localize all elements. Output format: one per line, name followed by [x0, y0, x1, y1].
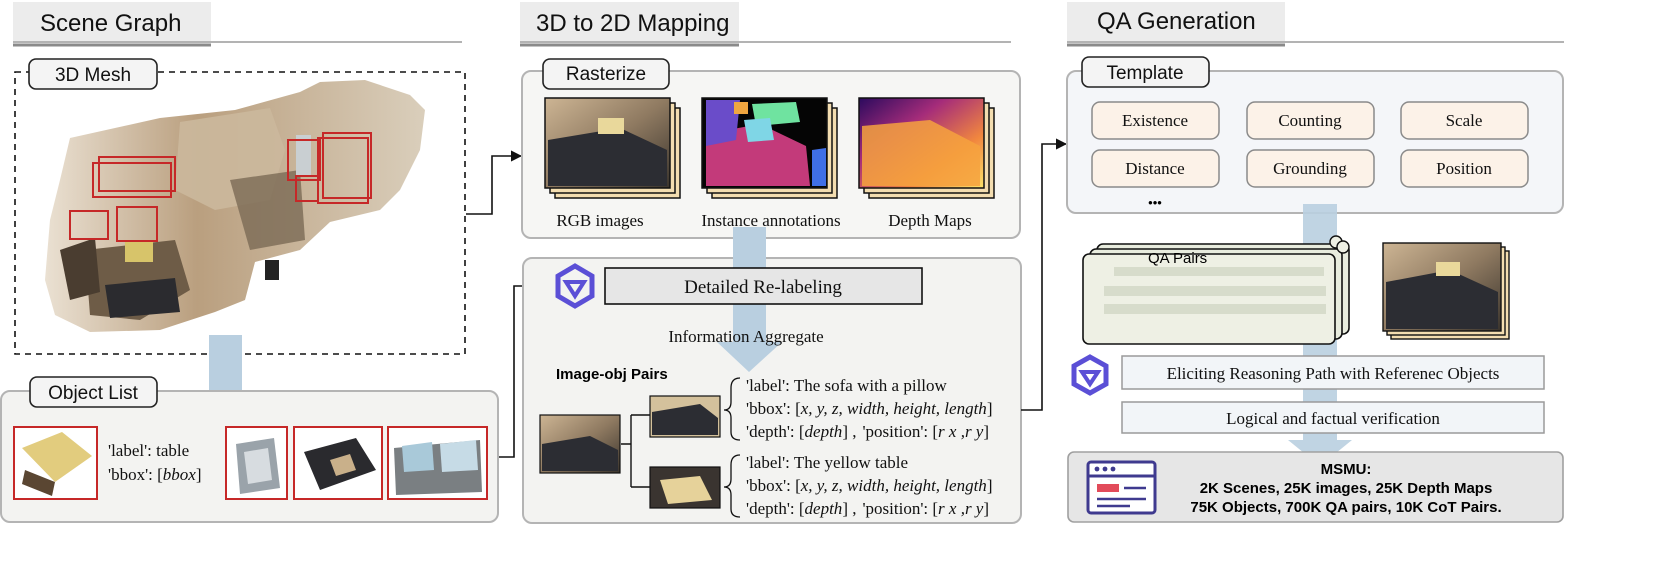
qa-room-image-stack: [1382, 242, 1510, 340]
aggregate-label: Information Aggregate: [668, 327, 823, 346]
pair2-image: [649, 466, 721, 509]
qa-pairs-scroll: QA Pairs: [1082, 235, 1350, 345]
object-thumb-cushions: [387, 426, 488, 500]
template-chip-existence: Existence: [1091, 101, 1220, 140]
object-thumb-sofa: [293, 426, 383, 500]
pair2-bbox: 'bbox': [x, y, z, width, height, length]: [746, 476, 992, 495]
pairs-label: Image-obj Pairs: [556, 366, 668, 383]
pair2-label: 'label': The yellow table: [746, 453, 908, 472]
object-list-tag: Object List: [29, 376, 158, 408]
connector-mesh-to-rasterize: [466, 150, 523, 215]
dataset-window-icon: [1086, 460, 1157, 515]
reasoning-box: Eliciting Reasoning Path with Referenec …: [1121, 355, 1545, 390]
rgb-caption: RGB images: [556, 211, 643, 230]
template-ellipsis: •••: [1148, 195, 1162, 210]
pair2-depth-position: 'depth': [depth] ,'position': [r x ,r y]: [746, 499, 989, 518]
pair1-depth-position: 'depth': [depth] ,'position': [r x ,r y]: [746, 422, 989, 441]
section-header-mapping: 3D to 2D Mapping: [520, 2, 1011, 47]
template-chip-scale: Scale: [1400, 101, 1529, 140]
section-title-qa: QA Generation: [1097, 8, 1256, 35]
pair-tree-connector: [621, 414, 650, 488]
pair1-brace: [723, 377, 741, 441]
instance-annotation-stack: [701, 97, 838, 199]
relabel-box: Detailed Re-labeling: [604, 267, 923, 305]
msmu-line1: 2K Scenes, 25K images, 25K Depth Maps: [1200, 480, 1493, 497]
msmu-panel: MSMU: 2K Scenes, 25K images, 25K Depth M…: [1067, 451, 1564, 523]
template-panel: Template Existence Counting Scale Distan…: [1066, 56, 1564, 214]
connector-aggregate-to-template: [1021, 138, 1068, 411]
section-title-mapping: 3D to 2D Mapping: [536, 10, 729, 37]
pair-source-image: [539, 414, 621, 474]
object-label-line: 'label': table: [108, 441, 189, 460]
verification-label: Logical and factual verification: [1226, 409, 1440, 428]
instance-caption: Instance annotations: [701, 211, 840, 230]
svg-text:Position: Position: [1436, 159, 1492, 178]
pair2-brace: [723, 454, 741, 518]
mesh-label: 3D Mesh: [55, 65, 131, 86]
template-label: Template: [1106, 63, 1183, 84]
llm-logo: [555, 263, 595, 309]
pair1-image: [649, 395, 721, 438]
depth-map-stack: [858, 97, 995, 199]
svg-text:Distance: Distance: [1125, 159, 1184, 178]
mesh-tag: 3D Mesh: [28, 58, 158, 90]
depth-caption: Depth Maps: [888, 211, 972, 230]
rasterize-panel: Rasterize RGB images: [521, 58, 1021, 239]
section-header-qa: QA Generation: [1067, 2, 1564, 47]
svg-text:Scale: Scale: [1446, 111, 1483, 130]
template-chip-counting: Counting: [1246, 101, 1375, 140]
object-thumb-pillow: [225, 426, 288, 500]
aggregation-panel: Detailed Re-labeling Information Aggrega…: [522, 227, 1022, 524]
qa-pairs-label: QA Pairs: [1148, 250, 1207, 267]
mesh-panel: 3D Mesh: [14, 58, 466, 355]
object-bbox-line: 'bbox': [bbox]: [108, 465, 201, 484]
pair1-label: 'label': The sofa with a pillow: [746, 376, 948, 395]
section-title-scene-graph: Scene Graph: [40, 10, 181, 37]
template-tag: Template: [1081, 56, 1210, 88]
rasterize-tag: Rasterize: [542, 58, 670, 90]
section-header-scene-graph: Scene Graph: [13, 2, 462, 47]
reasoning-label: Eliciting Reasoning Path with Referenec …: [1167, 364, 1500, 383]
template-chip-grounding: Grounding: [1246, 149, 1375, 188]
msmu-title: MSMU:: [1321, 461, 1372, 478]
mesh-image: [45, 80, 425, 332]
msmu-line2: 75K Objects, 700K QA pairs, 10K CoT Pair…: [1190, 499, 1501, 516]
svg-text:Existence: Existence: [1122, 111, 1188, 130]
pair1-bbox: 'bbox': [x, y, z, width, height, length]: [746, 399, 992, 418]
object-bbox-group: [69, 132, 372, 242]
rasterize-label: Rasterize: [566, 64, 646, 85]
rgb-image-stack: [544, 97, 681, 199]
template-chip-distance: Distance: [1091, 149, 1220, 188]
object-list-label: Object List: [48, 383, 138, 404]
template-chip-position: Position: [1400, 149, 1529, 188]
verification-box: Logical and factual verification: [1121, 401, 1545, 434]
object-list-panel: Object List 'label': table 'bbox': [bbox…: [0, 376, 499, 523]
object-thumb-table: [13, 426, 98, 500]
svg-text:Grounding: Grounding: [1273, 159, 1347, 178]
svg-text:Counting: Counting: [1278, 111, 1342, 130]
relabel-label: Detailed Re-labeling: [684, 277, 842, 298]
llm-logo-qa: [1071, 354, 1109, 396]
